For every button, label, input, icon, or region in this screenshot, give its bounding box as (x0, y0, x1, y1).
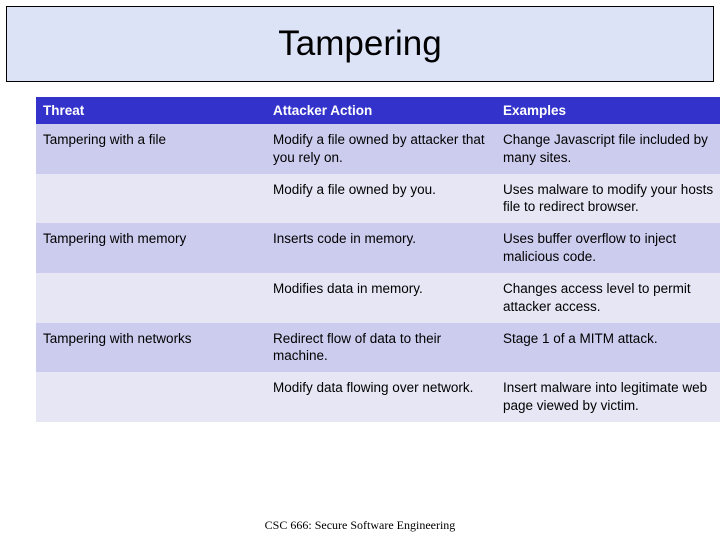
cell-action: Modify a file owned by you. (266, 173, 496, 224)
table-row: Modify data flowing over network. Insert… (36, 372, 720, 422)
cell-threat (36, 372, 266, 422)
table-row: Modifies data in memory. Changes access … (36, 272, 720, 323)
table-row: Tampering with a file Modify a file owne… (36, 124, 720, 174)
table-header: Threat Attacker Action Examples (36, 97, 720, 124)
cell-threat (36, 272, 266, 323)
cell-example: Changes access level to permit attacker … (496, 272, 720, 323)
cell-threat: Tampering with memory (36, 223, 266, 273)
cell-action: Inserts code in memory. (266, 223, 496, 273)
cell-threat: Tampering with a file (36, 124, 266, 174)
cell-action: Modifies data in memory. (266, 272, 496, 323)
cell-action: Redirect flow of data to their machine. (266, 322, 496, 373)
column-header-attacker-action: Attacker Action (266, 97, 496, 124)
threat-table: Threat Attacker Action Examples Tamperin… (36, 97, 720, 422)
slide-footer: CSC 666: Secure Software Engineering (264, 518, 456, 532)
cell-example: Change Javascript file included by many … (496, 124, 720, 174)
cell-example: Uses malware to modify your hosts file t… (496, 173, 720, 224)
cell-example: Stage 1 of a MITM attack. (496, 322, 720, 373)
cell-threat: Tampering with networks (36, 322, 266, 373)
title-bar: Tampering (6, 6, 714, 82)
column-header-threat: Threat (36, 97, 266, 124)
cell-action: Modify a file owned by attacker that you… (266, 124, 496, 174)
page-title: Tampering (278, 24, 442, 63)
table-body: Tampering with a file Modify a file owne… (36, 124, 720, 422)
table-header-row: Threat Attacker Action Examples (36, 97, 720, 124)
table-row: Modify a file owned by you. Uses malware… (36, 173, 720, 224)
column-header-examples: Examples (496, 97, 720, 124)
table-row: Tampering with memory Inserts code in me… (36, 223, 720, 273)
cell-threat (36, 173, 266, 224)
cell-example: Uses buffer overflow to inject malicious… (496, 223, 720, 273)
cell-example: Insert malware into legitimate web page … (496, 372, 720, 422)
table-row: Tampering with networks Redirect flow of… (36, 322, 720, 373)
cell-action: Modify data flowing over network. (266, 372, 496, 422)
